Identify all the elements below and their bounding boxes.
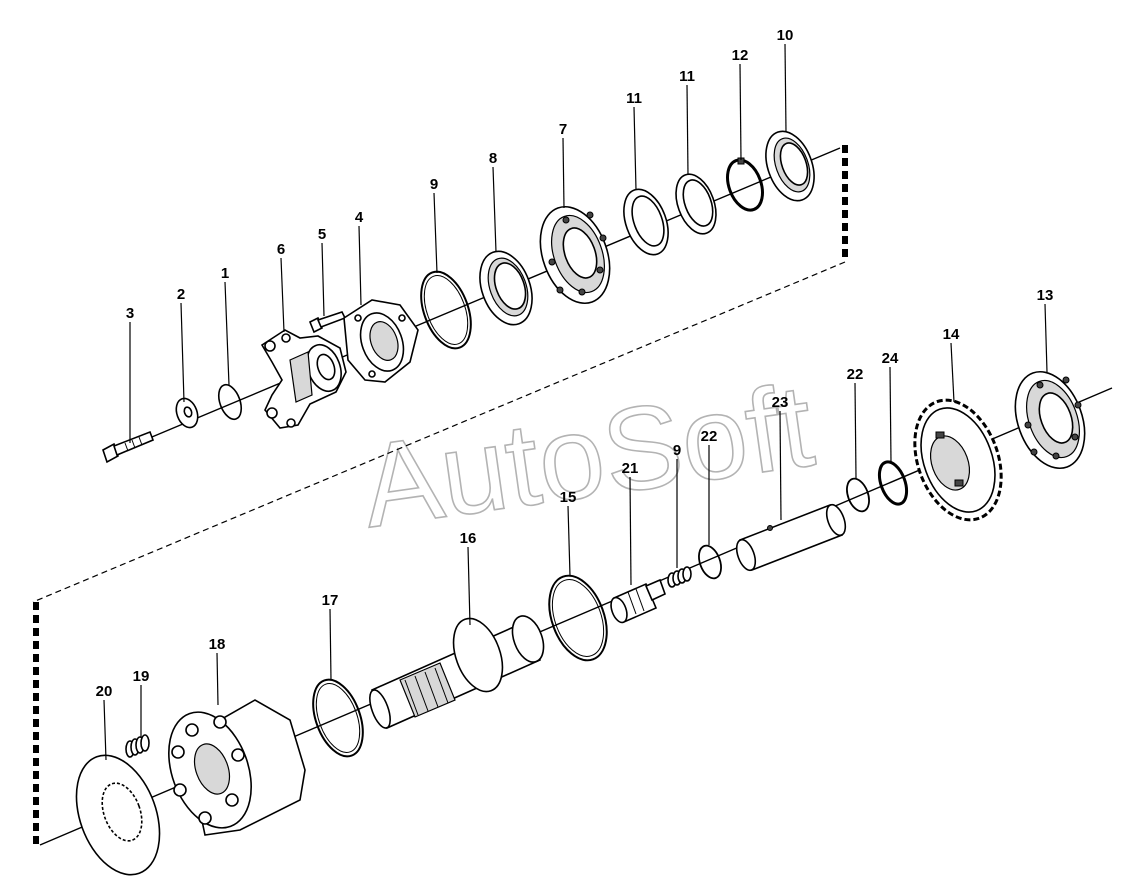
- callout-2: 2: [177, 286, 185, 303]
- cover-plate-icon: [343, 299, 419, 383]
- o-ring-icon: [698, 544, 722, 580]
- callout-5: 5: [318, 226, 326, 243]
- spacer-ring-icon: [623, 188, 669, 256]
- gear-icon: [913, 398, 1003, 522]
- callout-7: 7: [559, 121, 567, 138]
- callout-19: 19: [133, 668, 150, 685]
- watermark: AutoSoft: [354, 359, 821, 553]
- callout-24: 24: [882, 350, 899, 367]
- callout-11-a: 11: [626, 90, 642, 107]
- snap-ring-icon: [877, 460, 909, 506]
- callout-14: 14: [943, 326, 960, 343]
- callout-23: 23: [772, 394, 789, 411]
- callout-13: 13: [1037, 287, 1054, 304]
- seal-ring-icon: [765, 130, 815, 202]
- callout-1: 1: [221, 265, 229, 282]
- upper-assembly: [32, 130, 848, 603]
- clutch-hub-icon: [168, 699, 306, 836]
- callout-6: 6: [277, 241, 285, 258]
- shaft-icon: [735, 503, 847, 572]
- spring-icon: [125, 734, 150, 758]
- callout-12: 12: [732, 47, 749, 64]
- assembly-connector-line: [32, 261, 846, 603]
- o-ring-icon: [312, 678, 364, 758]
- lower-assembly: [33, 370, 1113, 876]
- bearing-icon: [1014, 370, 1086, 470]
- callout-20: 20: [96, 683, 113, 700]
- callout-11-b: 11: [679, 68, 695, 85]
- callout-18: 18: [209, 636, 226, 653]
- valve-plunger-icon: [610, 578, 666, 624]
- spacer-ring-icon: [675, 173, 717, 235]
- seal-ring-icon: [479, 250, 533, 326]
- callout-10: 10: [777, 27, 794, 44]
- callout-22-a: 22: [847, 366, 864, 383]
- bearing-icon: [539, 205, 611, 305]
- callouts: 3 2 1 6 5 4 9 8 7 11 11 12 10: [96, 27, 1054, 761]
- callout-3: 3: [126, 305, 134, 322]
- callout-9-lower: 9: [673, 442, 681, 459]
- callout-17: 17: [322, 592, 339, 609]
- washer-icon: [175, 397, 199, 429]
- yoke-icon: [260, 329, 347, 429]
- callout-22-b: 22: [701, 428, 718, 445]
- callout-21: 21: [622, 460, 639, 477]
- bolt-icon: [102, 430, 155, 464]
- o-ring-icon: [217, 383, 243, 421]
- callout-9-upper: 9: [430, 176, 438, 193]
- o-ring-icon: [420, 270, 472, 350]
- callout-15: 15: [560, 489, 577, 506]
- friction-disc-icon: [75, 754, 161, 876]
- callout-16: 16: [460, 530, 477, 547]
- callout-4: 4: [355, 209, 364, 226]
- snap-ring-icon: [726, 157, 764, 212]
- o-ring-icon: [548, 574, 608, 662]
- callout-8: 8: [489, 150, 497, 167]
- shaft-icon: [369, 615, 545, 730]
- spring-icon: [667, 566, 692, 588]
- o-ring-icon: [846, 477, 870, 513]
- bolt-icon: [308, 311, 347, 334]
